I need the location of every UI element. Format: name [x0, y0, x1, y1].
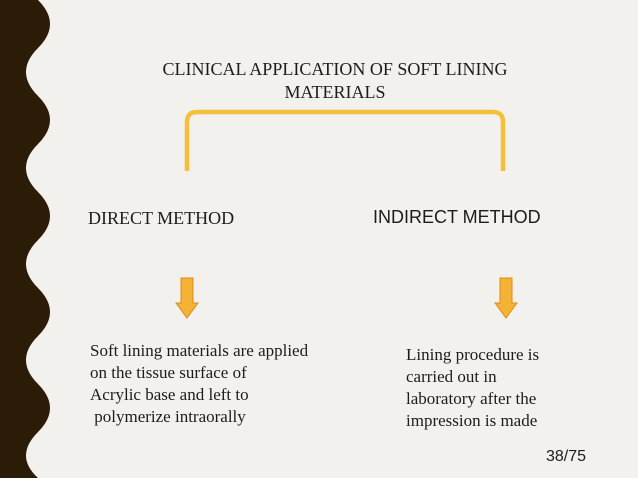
down-arrow-icon — [175, 277, 199, 319]
down-arrow-icon — [494, 277, 518, 319]
wavy-side-band — [0, 0, 50, 478]
slide-title: CLINICAL APPLICATION OF SOFT LINING MATE… — [162, 59, 508, 102]
indirect-method-heading: INDIRECT METHOD — [373, 207, 541, 227]
split-bracket — [184, 109, 506, 171]
page-number: 38/75 — [546, 448, 587, 465]
direct-method-heading: DIRECT METHOD — [88, 208, 235, 228]
direct-method-description: Soft lining materials are applied on the… — [90, 341, 309, 426]
indirect-method-description: Lining procedure is carried out in labor… — [406, 345, 540, 430]
